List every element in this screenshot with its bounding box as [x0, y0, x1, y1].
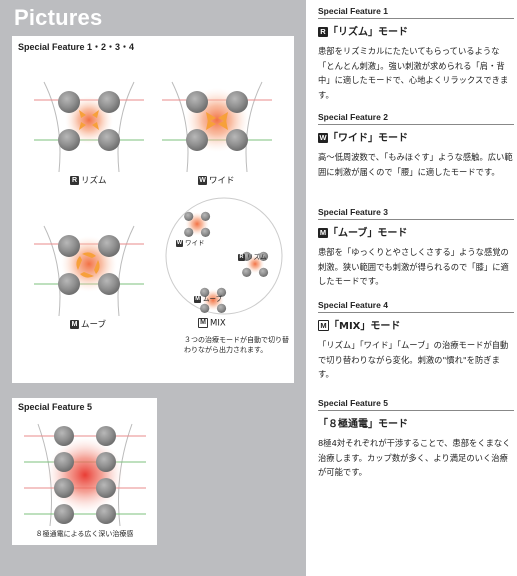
- feature-title: 「８極通電」モード: [318, 419, 408, 430]
- sf5-caption: ８極通電による広く深い治療感: [35, 530, 134, 538]
- rhythm-mode-figure: [34, 81, 144, 173]
- feature-body: 患部を「ゆっくりとやさしくさする」ような感覚の刺激。狭い範囲でも刺激が得られるの…: [318, 247, 509, 286]
- rhythm-icon: R: [70, 176, 79, 185]
- panel-title: Special Feature 1・2・3・4: [18, 42, 135, 52]
- rhythm-icon: R: [318, 27, 328, 37]
- feature-body: 患部をリズミカルにたたいてもらっているような「とんとん刺激」。強い刺激が求められ…: [318, 46, 509, 100]
- move-icon: M: [70, 320, 79, 329]
- feature-label: Special Feature 5: [318, 398, 514, 411]
- feature-title: M「MIX」モード: [318, 317, 514, 332]
- sf5-illustration-panel: Special Feature 5 ８極通電による広く深い治療感: [12, 398, 157, 545]
- feature-body: 8極4対それぞれが干渉することで、患部をくまなく治療します。カップ数が多く、より…: [318, 438, 511, 477]
- feature-title: M「ムーブ」モード: [318, 228, 408, 239]
- sf5-panel-title: Special Feature 5: [18, 402, 93, 412]
- features-text-column: Special Feature 1 R「リズム」モード 患部をリズミカルにたたい…: [318, 0, 517, 576]
- feature-body: 「リズム」「ワイド」「ムーブ」の治療モードが自動で切り替わりながら変化。刺激の"…: [318, 340, 509, 379]
- feature-1: Special Feature 1 R「リズム」モード 患部をリズミカルにたたい…: [318, 6, 514, 102]
- eight-pole-figure: [24, 423, 146, 527]
- wide-mode-figure: [162, 81, 272, 173]
- feature-body: 高～低周波数で、「もみほぐす」ような感触。広い範囲に刺激が届くので「腰」に適した…: [318, 152, 513, 177]
- mix-icon: M: [318, 320, 329, 331]
- feature-3: Special Feature 3 M「ムーブ」モード 患部を「ゆっくりとやさし…: [318, 207, 514, 289]
- wide-icon: W: [176, 239, 183, 247]
- feature-label: Special Feature 1: [318, 6, 514, 19]
- move-icon: M: [194, 295, 201, 303]
- feature-2: Special Feature 2 W「ワイド」モード 高～低周波数で、「もみほ…: [318, 112, 514, 179]
- feature-label: Special Feature 3: [318, 207, 514, 220]
- mix-mode-figure: [165, 197, 283, 315]
- move-mode-figure: [34, 225, 144, 317]
- feature-title: W「ワイド」モード: [318, 133, 408, 144]
- feature-title: R「リズム」モード: [318, 23, 514, 38]
- wide-icon: W: [318, 133, 328, 143]
- feature-label: Special Feature 4: [318, 300, 514, 313]
- pictures-title: Pictures: [14, 5, 103, 30]
- rhythm-icon: R: [238, 253, 245, 261]
- move-icon: M: [318, 228, 328, 238]
- mix-description: ３つの治療モードが自動で切り替わりながら出力されます。: [184, 336, 289, 354]
- wide-icon: W: [198, 176, 207, 185]
- feature-5: Special Feature 5 「８極通電」モード 8極4対それぞれが干渉す…: [318, 398, 514, 480]
- feature-label: Special Feature 2: [318, 112, 514, 125]
- mix-icon: M: [198, 318, 208, 328]
- feature-4: Special Feature 4 M「MIX」モード 「リズム」「ワイド」「ム…: [318, 300, 514, 382]
